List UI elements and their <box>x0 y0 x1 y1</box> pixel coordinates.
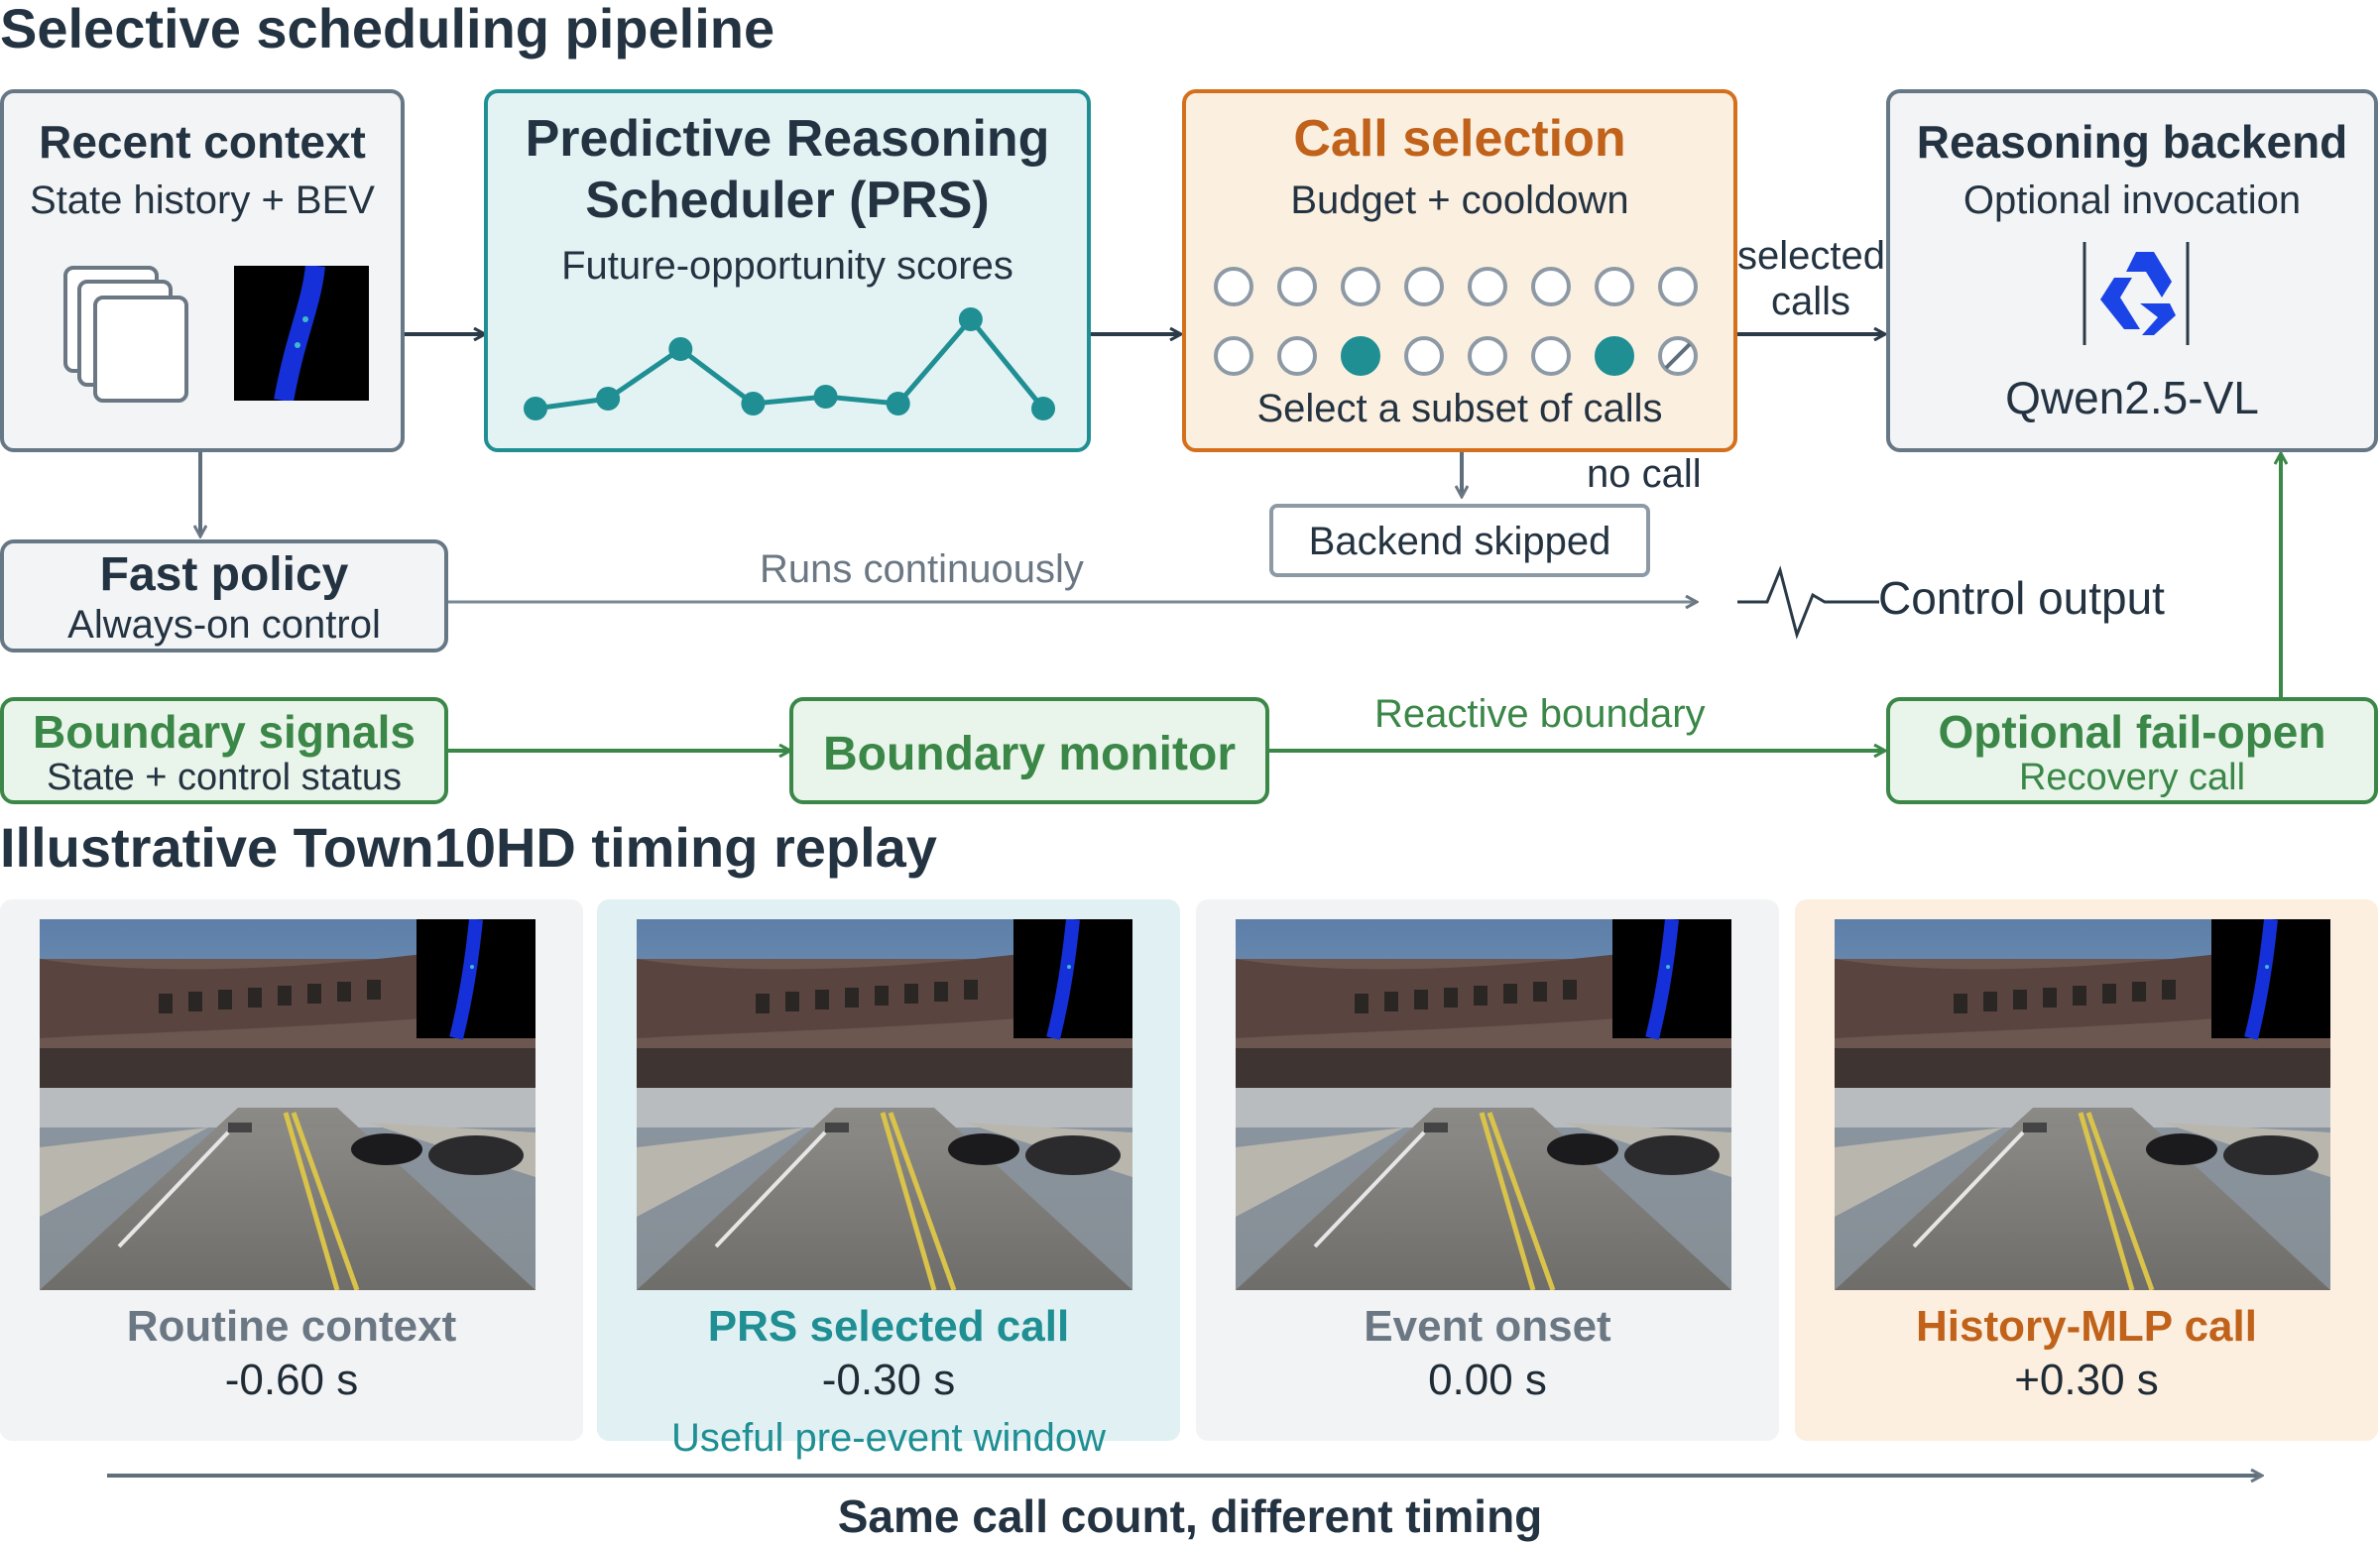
boundary-monitor-title: Boundary monitor <box>823 728 1236 780</box>
backend-skipped-box: Backend skipped <box>1269 504 1650 577</box>
runs-continuously-label: Runs continuously <box>760 547 1084 591</box>
fast-policy-box: Fast policy Always-on control <box>0 539 448 653</box>
fast-policy-title: Fast policy <box>99 548 349 601</box>
reactive-boundary-label: Reactive boundary <box>1374 692 1706 736</box>
score-point <box>596 387 621 411</box>
bev-map-icon <box>234 266 369 401</box>
panel-label-prs: PRS selected call <box>707 1302 1070 1351</box>
call-slot-empty <box>1531 267 1571 306</box>
score-point <box>668 337 693 361</box>
call-slot-empty <box>1468 267 1507 306</box>
panel-time-history-mlp: +0.30 s <box>2014 1356 2159 1404</box>
reasoning-backend-box: Reasoning backend Optional invocation Qw… <box>1886 89 2378 452</box>
call-selection-box: Call selection Budget + cooldown Select … <box>1182 89 1737 452</box>
panel-time-routine: -0.60 s <box>224 1356 359 1404</box>
replay-panel-event: Event onset 0.00 s <box>1196 899 1779 1441</box>
replay-panel-prs: PRS selected call -0.30 s <box>597 899 1180 1441</box>
score-point <box>886 392 910 415</box>
prs-subtitle: Future-opportunity scores <box>561 244 1013 288</box>
call-slot-empty <box>1214 267 1253 306</box>
score-point <box>813 385 838 409</box>
scene-image-routine <box>40 919 536 1290</box>
call-slot-empty <box>1404 267 1444 306</box>
call-slot-empty <box>1658 267 1698 306</box>
panel-label-routine: Routine context <box>126 1302 457 1351</box>
panel-label-history-mlp: History-MLP call <box>1916 1302 2257 1351</box>
qwen-logo-icon <box>2082 242 2190 345</box>
call-slot-empty <box>1531 336 1571 376</box>
backend-skipped-label: Backend skipped <box>1308 520 1611 563</box>
control-output-label: Control output <box>1878 572 2165 624</box>
call-slot-empty <box>1341 267 1380 306</box>
call-slot-empty <box>1277 336 1317 376</box>
fail-open-title: Optional fail-open <box>1938 706 2326 758</box>
replay-title: Illustrative Town10HD timing replay <box>0 816 937 879</box>
history-frames-icon <box>63 266 188 403</box>
selected-calls-label-line1: selected <box>1737 234 1885 278</box>
no-call-label: no call <box>1587 452 1702 496</box>
call-slot-blocked-slash <box>1664 342 1692 370</box>
call-selection-caption: Select a subset of calls <box>1256 387 1663 430</box>
boundary-monitor-box: Boundary monitor <box>789 697 1269 804</box>
panel-time-event: 0.00 s <box>1428 1356 1547 1404</box>
call-slot-empty <box>1277 267 1317 306</box>
fail-open-box: Optional fail-open Recovery call <box>1886 697 2378 804</box>
future-opportunity-score-plot <box>524 307 1055 420</box>
fail-open-subtitle: Recovery call <box>2018 757 2246 798</box>
time-axis-caption: Same call count, different timing <box>837 1490 1543 1542</box>
score-point <box>524 397 547 420</box>
panel-label-event: Event onset <box>1364 1302 1611 1351</box>
panel-time-prs: -0.30 s <box>821 1356 956 1404</box>
boundary-signals-subtitle: State + control status <box>46 757 403 798</box>
recent-context-box: Recent context State history + BEV <box>0 89 405 452</box>
prs-title-line2: Scheduler (PRS) <box>585 172 990 229</box>
control-waveform <box>1737 565 1879 640</box>
backend-subtitle: Optional invocation <box>1963 178 2302 222</box>
replay-panel-routine: Routine context -0.60 s <box>0 899 583 1441</box>
call-slot-empty <box>1468 336 1507 376</box>
call-slot-empty <box>1595 267 1634 306</box>
boundary-signals-title: Boundary signals <box>33 706 416 758</box>
call-slot-selected <box>1341 336 1380 376</box>
selected-calls-label-line2: calls <box>1770 280 1851 323</box>
prs-box: Predictive Reasoning Scheduler (PRS) Fut… <box>484 89 1091 452</box>
recent-context-subtitle: State history + BEV <box>30 178 375 222</box>
score-point <box>1031 397 1055 420</box>
replay-panel-history-mlp: History-MLP call +0.30 s <box>1795 899 2378 1441</box>
pre-event-window-note: Useful pre-event window <box>671 1416 1106 1460</box>
call-slot-empty <box>1214 336 1253 376</box>
backend-title: Reasoning backend <box>1916 116 2348 168</box>
score-point <box>958 307 983 331</box>
call-slot-selected <box>1595 336 1634 376</box>
call-selection-subtitle: Budget + cooldown <box>1290 178 1629 222</box>
scene-image-history-mlp <box>1835 919 2330 1290</box>
fast-policy-subtitle: Always-on control <box>67 603 381 647</box>
scene-image-event <box>1236 919 1731 1290</box>
score-line <box>535 315 1045 412</box>
call-grid <box>1214 267 1698 376</box>
recent-context-title: Recent context <box>39 116 366 168</box>
boundary-signals-box: Boundary signals State + control status <box>0 697 448 804</box>
backend-model-name: Qwen2.5-VL <box>2005 372 2259 423</box>
prs-title-line1: Predictive Reasoning <box>525 110 1050 168</box>
pipeline-title: Selective scheduling pipeline <box>0 0 775 59</box>
call-selection-title: Call selection <box>1293 110 1626 168</box>
score-point <box>741 392 766 415</box>
call-slot-empty <box>1404 336 1444 376</box>
scene-image-prs <box>637 919 1132 1290</box>
